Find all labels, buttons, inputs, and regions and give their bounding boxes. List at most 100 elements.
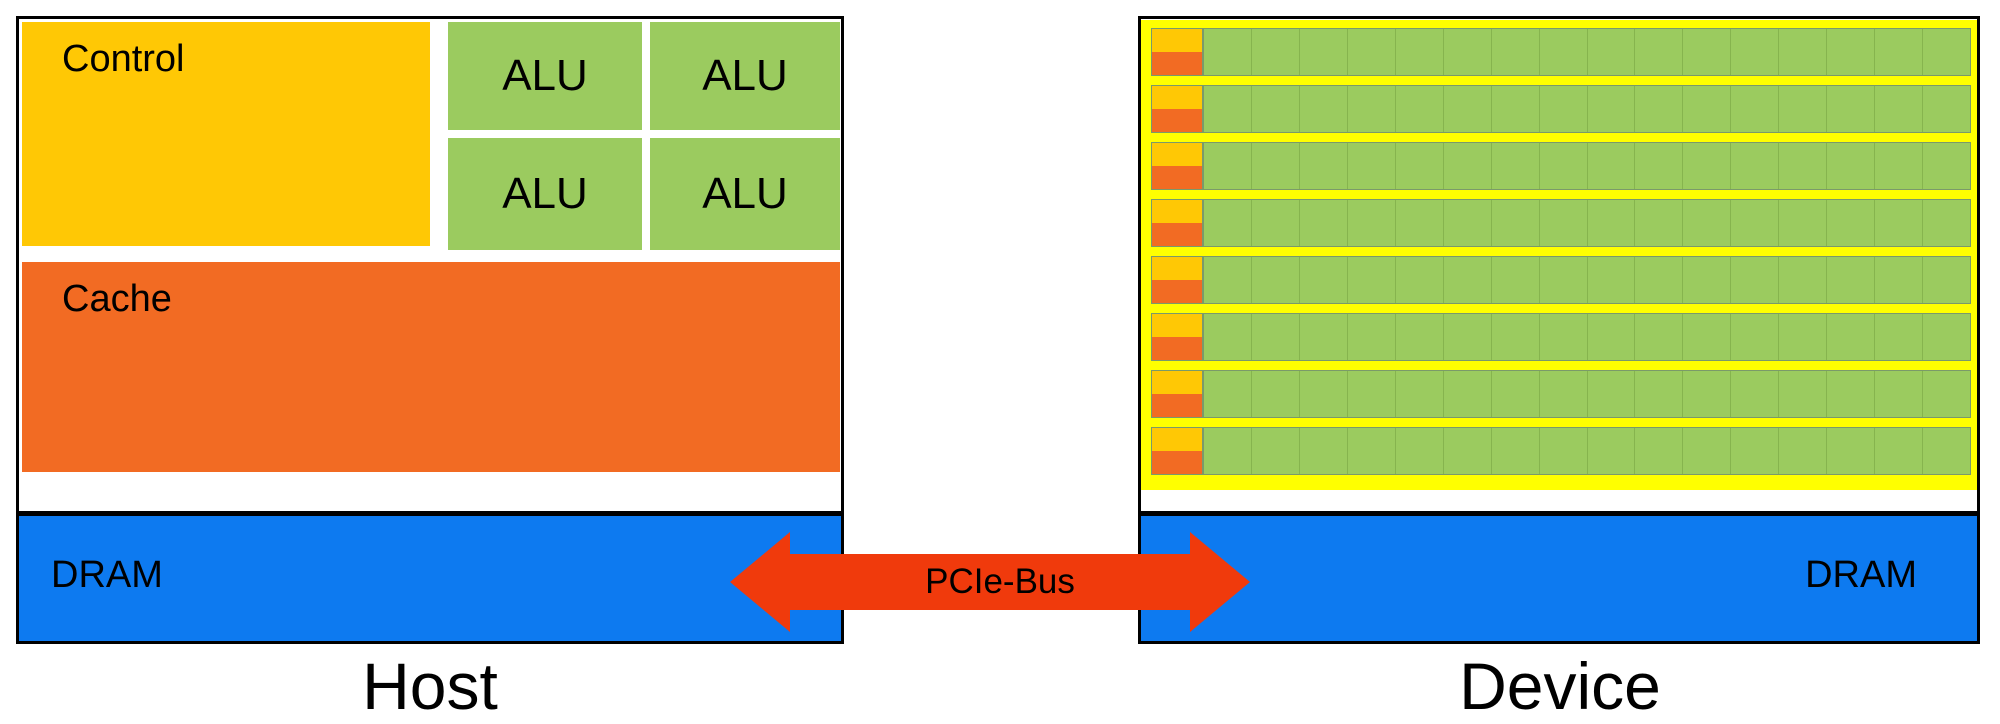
device-alu-cell (1683, 200, 1732, 246)
device-row-alus (1203, 85, 1971, 133)
device-alu-cell (1251, 200, 1300, 246)
pcie-bus-arrow (730, 532, 1250, 632)
device-alu-cell (1395, 314, 1444, 360)
device-alu-cell (1827, 200, 1876, 246)
device-alu-cell (1443, 428, 1492, 474)
device-row-control (1152, 200, 1202, 223)
device-alu-cell (1827, 371, 1876, 417)
device-alu-cell (1587, 428, 1636, 474)
device-sm-row (1151, 28, 1971, 76)
device-alu-cell (1779, 200, 1828, 246)
device-alu-cell (1731, 257, 1780, 303)
device-alu-cell (1395, 371, 1444, 417)
device-alu-cell (1539, 143, 1588, 189)
host-divider (19, 511, 841, 516)
device-core-grid (1141, 20, 1977, 490)
device-row-control (1152, 371, 1202, 394)
device-alu-cell (1299, 143, 1348, 189)
device-alu-cell (1923, 314, 1970, 360)
device-alu-cell (1491, 314, 1540, 360)
device-row-control-cache (1151, 85, 1203, 133)
device-alu-cell (1923, 257, 1970, 303)
device-alu-cell (1204, 371, 1252, 417)
device-alu-cell (1539, 428, 1588, 474)
device-alu-cell (1587, 86, 1636, 132)
device-alu-cell (1539, 29, 1588, 75)
host-dram-label: DRAM (51, 554, 163, 596)
device-alu-cell (1875, 86, 1924, 132)
device-alu-cell (1251, 143, 1300, 189)
device-row-alus (1203, 370, 1971, 418)
device-row-cache (1152, 451, 1202, 474)
device-row-control (1152, 257, 1202, 280)
device-alu-cell (1923, 143, 1970, 189)
device-alu-cell (1827, 314, 1876, 360)
device-alu-cell (1251, 428, 1300, 474)
device-row-alus (1203, 313, 1971, 361)
device-alu-cell (1251, 257, 1300, 303)
device-alu-cell (1395, 29, 1444, 75)
device-row-control (1152, 86, 1202, 109)
device-alu-cell (1875, 143, 1924, 189)
device-row-cache (1152, 280, 1202, 303)
device-alu-cell (1827, 86, 1876, 132)
device-alu-cell (1204, 143, 1252, 189)
device-alu-cell (1923, 371, 1970, 417)
device-alu-cell (1204, 257, 1252, 303)
device-alu-cell (1635, 200, 1684, 246)
device-alu-cell (1299, 314, 1348, 360)
device-alu-cell (1299, 86, 1348, 132)
device-row-control-cache (1151, 313, 1203, 361)
device-alu-cell (1395, 86, 1444, 132)
device-row-cache (1152, 394, 1202, 417)
device-alu-cell (1875, 314, 1924, 360)
device-alu-cell (1635, 428, 1684, 474)
device-alu-cell (1827, 257, 1876, 303)
device-alu-cell (1875, 371, 1924, 417)
device-row-cache (1152, 109, 1202, 132)
device-row-control-cache (1151, 370, 1203, 418)
device-alu-cell (1491, 29, 1540, 75)
device-row-alus (1203, 28, 1971, 76)
device-divider (1141, 511, 1977, 516)
device-alu-cell (1779, 86, 1828, 132)
device-sm-row (1151, 427, 1971, 475)
device-alu-cell (1587, 257, 1636, 303)
device-alu-cell (1683, 29, 1732, 75)
device-dram-block: DRAM (1141, 516, 1977, 641)
host-alu: ALU (448, 138, 642, 250)
device-sm-row (1151, 85, 1971, 133)
device-alu-cell (1347, 314, 1396, 360)
device-row-control-cache (1151, 427, 1203, 475)
device-alu-cell (1443, 371, 1492, 417)
double-arrow-icon (730, 532, 1250, 632)
device-row-control-cache (1151, 199, 1203, 247)
device-alu-cell (1347, 200, 1396, 246)
device-sm-row (1151, 370, 1971, 418)
device-alu-cell (1731, 371, 1780, 417)
device-alu-cell (1779, 371, 1828, 417)
device-alu-cell (1923, 428, 1970, 474)
device-alu-cell (1683, 314, 1732, 360)
device-alu-cell (1443, 257, 1492, 303)
device-alu-cell (1204, 200, 1252, 246)
device-row-control (1152, 314, 1202, 337)
device-alu-cell (1779, 143, 1828, 189)
device-sm-row (1151, 256, 1971, 304)
device-alu-cell (1731, 428, 1780, 474)
device-alu-cell (1731, 86, 1780, 132)
device-alu-cell (1731, 314, 1780, 360)
host-dram-block: DRAM (19, 516, 841, 641)
device-alu-cell (1875, 428, 1924, 474)
device-row-alus (1203, 199, 1971, 247)
device-alu-cell (1731, 29, 1780, 75)
device-caption: Device (1459, 649, 1661, 723)
device-sm-row (1151, 199, 1971, 247)
device-row-control-cache (1151, 142, 1203, 190)
device-row-cache (1152, 52, 1202, 75)
device-alu-cell (1731, 200, 1780, 246)
device-alu-cell (1395, 257, 1444, 303)
device-alu-cell (1635, 143, 1684, 189)
device-alu-cell (1827, 143, 1876, 189)
device-alu-cell (1251, 29, 1300, 75)
